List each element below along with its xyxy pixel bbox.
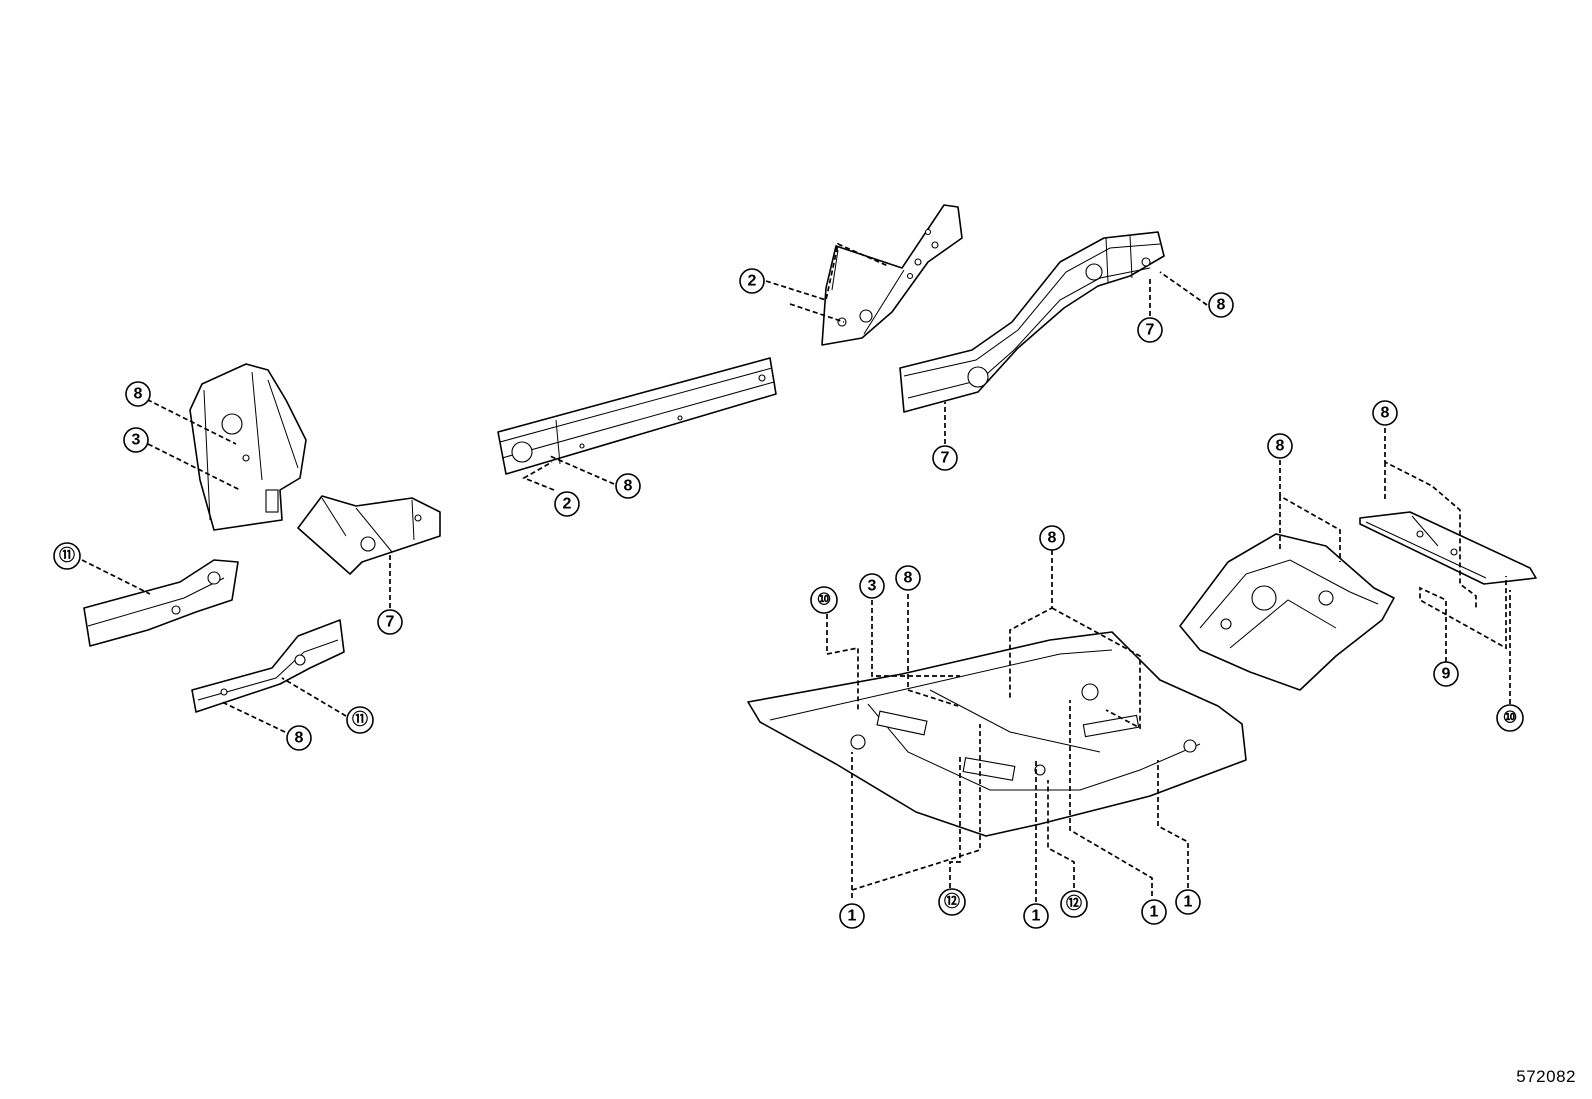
callout-8: 8 [125,381,151,407]
svg-text:2: 2 [563,496,572,513]
front-member-extension-part [297,495,441,575]
svg-text:⑩: ⑩ [1503,710,1517,727]
callout-2: 2 [739,268,765,294]
rear-cross-member-part [1359,511,1537,585]
front-side-member-right-part [899,231,1165,413]
svg-text:3: 3 [868,578,877,595]
svg-text:1: 1 [1032,908,1041,925]
callout-7: 7 [932,445,958,471]
callout-8: 8 [895,565,921,591]
small-bracket-part [191,619,345,713]
callout-8: 8 [1208,292,1234,318]
svg-text:8: 8 [624,478,633,495]
callout-7: 7 [377,609,403,635]
long-rail-part [497,357,777,475]
callout-8: 8 [1267,433,1293,459]
svg-text:8: 8 [1217,297,1226,314]
svg-text:3: 3 [132,432,141,449]
callout-1: 1 [1175,889,1201,915]
callout-8: 8 [1039,525,1065,551]
svg-text:⑫: ⑫ [944,892,960,911]
svg-text:1: 1 [1184,894,1193,911]
callout-2: 2 [554,491,580,517]
svg-text:2: 2 [748,273,757,290]
callout-11: ⑪ [346,706,374,734]
svg-text:9: 9 [1442,666,1451,683]
svg-text:⑫: ⑫ [1066,894,1082,913]
rear-floor-pan-part [1179,533,1395,691]
svg-text:8: 8 [134,386,143,403]
diagram-id-number: 572082 [1516,1067,1576,1086]
svg-text:8: 8 [1381,405,1390,422]
callout-8: 8 [1372,400,1398,426]
callout-8: 8 [286,725,312,751]
callout-12: ⑫ [938,888,966,916]
svg-text:8: 8 [1048,530,1057,547]
svg-text:8: 8 [1276,438,1285,455]
svg-text:1: 1 [1150,904,1159,921]
callout-11: ⑪ [53,542,81,570]
svg-text:⑩: ⑩ [817,592,831,609]
callout-9: 9 [1433,661,1459,687]
lower-member-part [83,559,239,647]
svg-text:7: 7 [386,614,395,631]
callout-12: ⑫ [1060,890,1088,918]
callout-1: 1 [839,903,865,929]
callout-10: ⑩ [810,586,838,614]
svg-text:⑪: ⑪ [59,546,75,565]
svg-text:8: 8 [904,570,913,587]
main-floor-pan-part [747,631,1247,837]
upper-bracket-part [821,204,963,346]
front-apron-part [189,363,307,531]
svg-text:1: 1 [848,908,857,925]
leader-lines [81,242,1511,902]
svg-text:⑪: ⑪ [352,710,368,729]
svg-text:7: 7 [1146,322,1155,339]
callout-8: 8 [615,473,641,499]
callout-1: 1 [1141,899,1167,925]
svg-text:7: 7 [941,450,950,467]
svg-text:8: 8 [295,730,304,747]
callout-1: 1 [1023,903,1049,929]
callout-7: 7 [1137,317,1163,343]
callout-10: ⑩ [1496,704,1524,732]
callout-3: 3 [859,573,885,599]
callout-3: 3 [123,427,149,453]
